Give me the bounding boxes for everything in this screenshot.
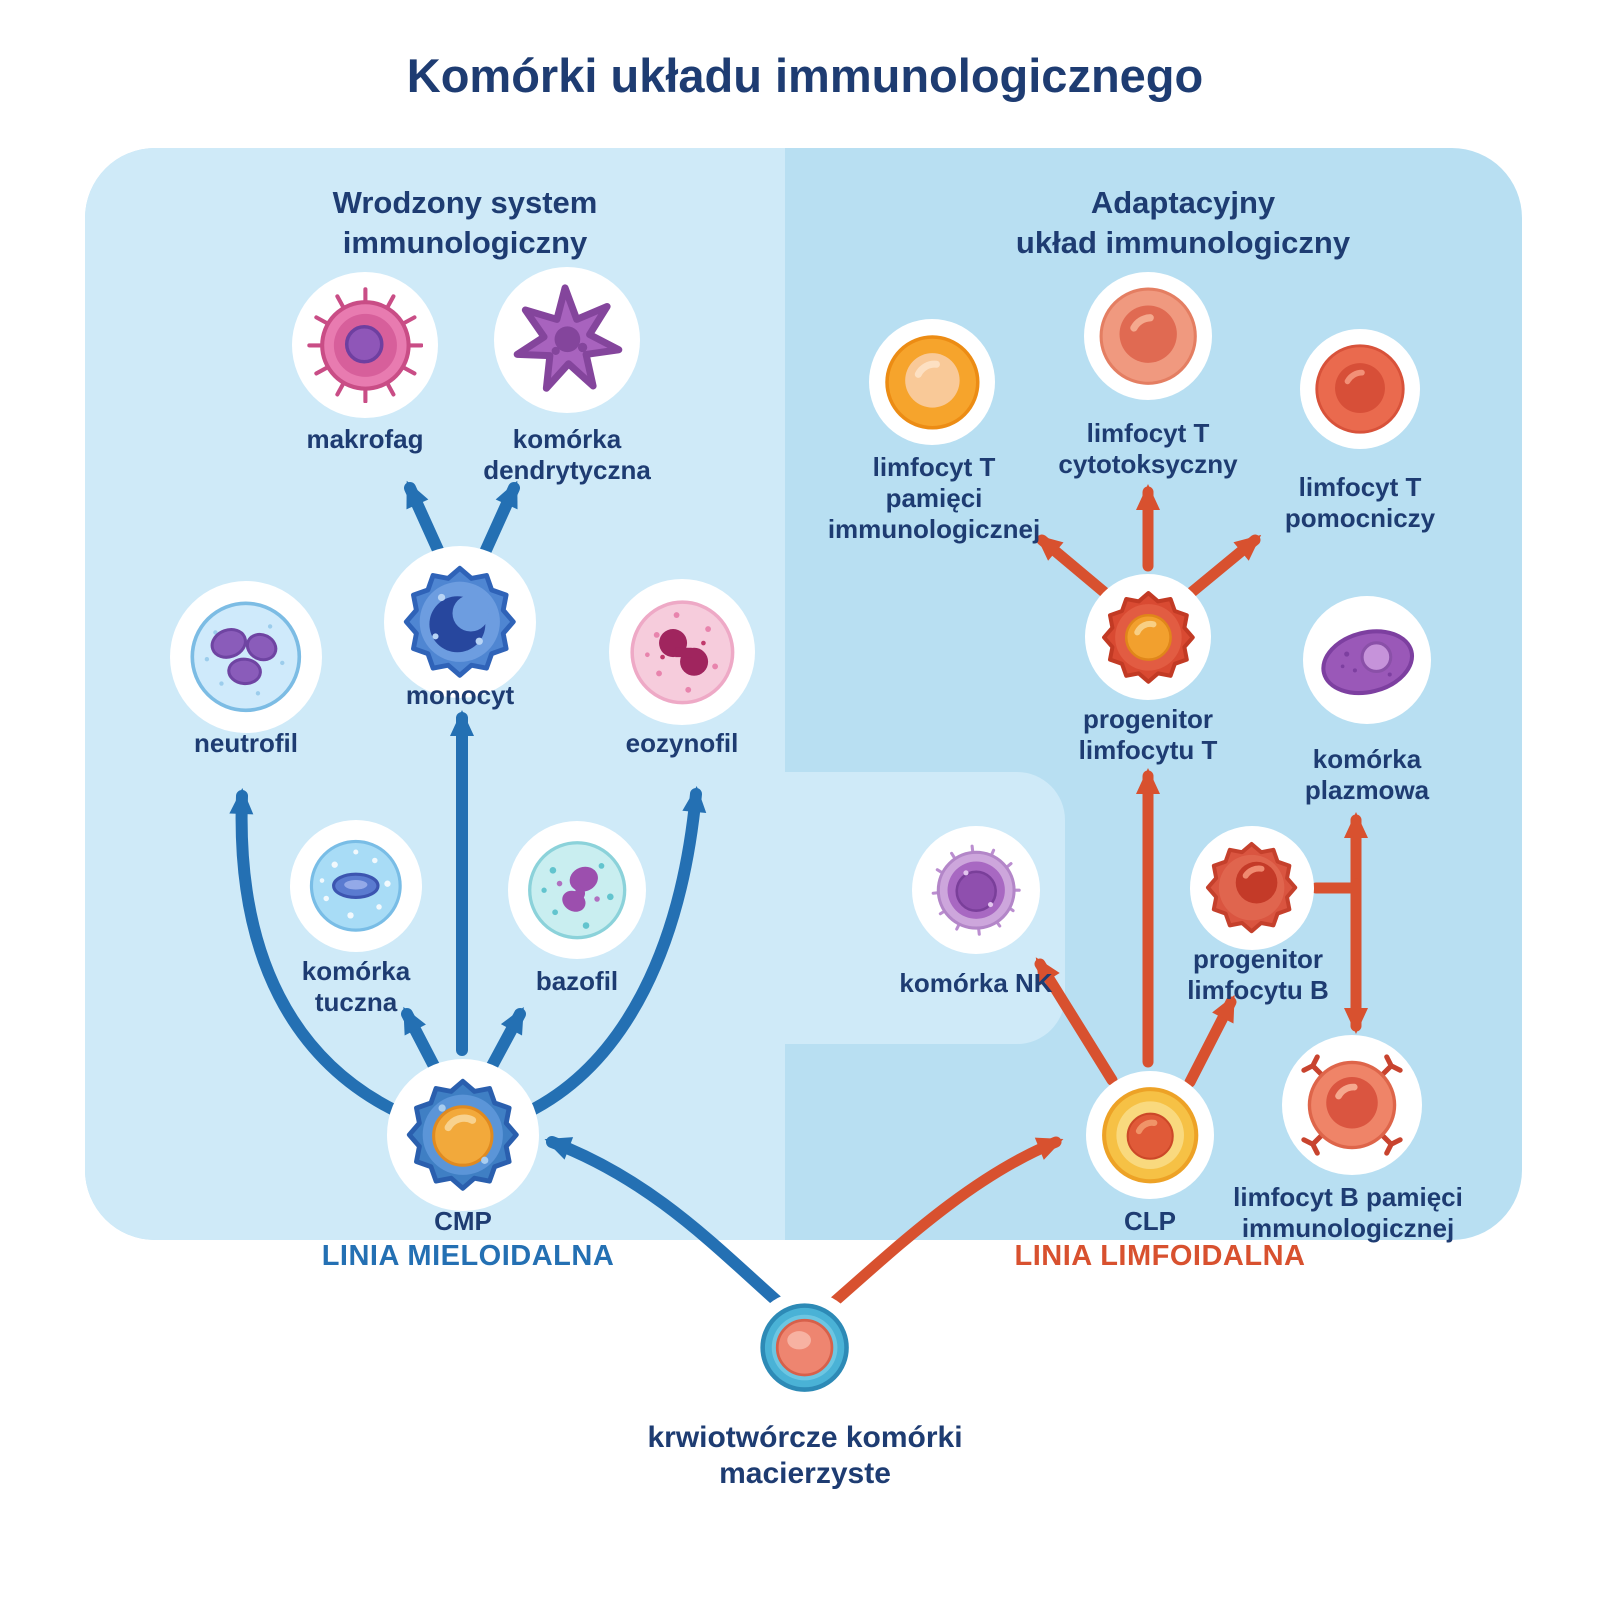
clp-cell-icon — [1101, 1086, 1199, 1184]
neutrophil-cell-icon — [190, 601, 302, 713]
makrofag-cell-icon — [306, 286, 424, 404]
cytotoxic-t-cell-icon — [1099, 287, 1197, 385]
label-tuczna: komórka tuczna — [301, 956, 411, 1018]
cell-pamieci-t — [869, 319, 995, 445]
nk-cell-icon — [931, 844, 1021, 936]
label-linia-mieloidalna: LINIA MIELOIDALNA — [321, 1240, 615, 1272]
cell-cmp — [387, 1059, 539, 1211]
label-eozynofil: eozynofil — [625, 728, 739, 758]
t-progenitor-cell-icon — [1101, 590, 1195, 684]
cmp-cell-icon — [407, 1079, 519, 1191]
cell-tuczna — [290, 820, 422, 952]
label-makrofag: makrofag — [306, 424, 424, 454]
label-pamieci-b: limfocyt B pamięci immunologicznej — [1233, 1182, 1463, 1244]
cell-monocyt — [384, 546, 536, 698]
cell-plazmowa — [1303, 596, 1431, 724]
label-cytotoksyczny: limfocyt T cytotoksyczny — [1058, 418, 1238, 480]
label-plazmowa: komórka plazmowa — [1304, 744, 1430, 806]
label-monocyt: monocyt — [405, 680, 515, 710]
cell-bazofil — [508, 821, 646, 959]
stem-cell-icon — [760, 1303, 850, 1393]
eosinophil-cell-icon — [630, 600, 734, 704]
label-stem-cell: krwiotwórcze komórki macierzyste — [647, 1421, 963, 1490]
label-bazofil: bazofil — [535, 966, 619, 996]
cell-cytotoksyczny — [1084, 272, 1212, 400]
cell-makrofag — [292, 272, 438, 418]
adaptive-system-heading: Adaptacyjny układ immunologiczny — [1015, 185, 1351, 260]
label-pomocniczy: limfocyt T pomocniczy — [1284, 472, 1436, 534]
label-pamieci-t: limfocyt T pamięci immunologicznej — [827, 452, 1041, 545]
plasma-cell-icon — [1321, 629, 1414, 695]
cell-dendrytyczna — [494, 267, 640, 413]
dendritic-cell-icon — [513, 283, 622, 392]
memory-t-cell-icon — [884, 334, 980, 430]
cell-pomocniczy — [1300, 329, 1420, 449]
cell-stem — [748, 1291, 862, 1405]
helper-t-cell-icon — [1315, 344, 1405, 434]
label-dendrytyczna: komórka dendrytyczna — [483, 424, 651, 486]
cell-clp — [1086, 1071, 1214, 1199]
label-nk: komórka NK — [899, 968, 1053, 998]
cell-progenitor-t — [1085, 574, 1211, 700]
innate-system-heading: Wrodzony system immunologiczny — [332, 185, 598, 260]
page-title: Komórki układu immunologicznego — [406, 49, 1204, 102]
basophil-cell-icon — [527, 840, 627, 940]
cell-pamieci-b — [1282, 1035, 1422, 1175]
label-progenitor-b: progenitor limfocytu B — [1187, 944, 1329, 1006]
label-neutrofil: neutrofil — [194, 728, 298, 758]
mast-cell-icon — [310, 840, 402, 932]
cell-neutrofil — [170, 581, 322, 733]
monocyte-cell-icon — [404, 566, 516, 678]
b-progenitor-cell-icon — [1206, 842, 1298, 934]
label-clp: CLP — [1124, 1206, 1176, 1236]
cell-progenitor-b — [1190, 826, 1314, 950]
cell-eozynofil — [609, 579, 755, 725]
memory-b-cell-icon — [1301, 1054, 1403, 1156]
label-linia-limfoidalna: LINIA LIMFOIDALNA — [1014, 1240, 1306, 1272]
cell-nk — [912, 826, 1040, 954]
label-cmp: CMP — [434, 1206, 492, 1236]
label-progenitor-t: progenitor limfocytu T — [1078, 704, 1218, 766]
